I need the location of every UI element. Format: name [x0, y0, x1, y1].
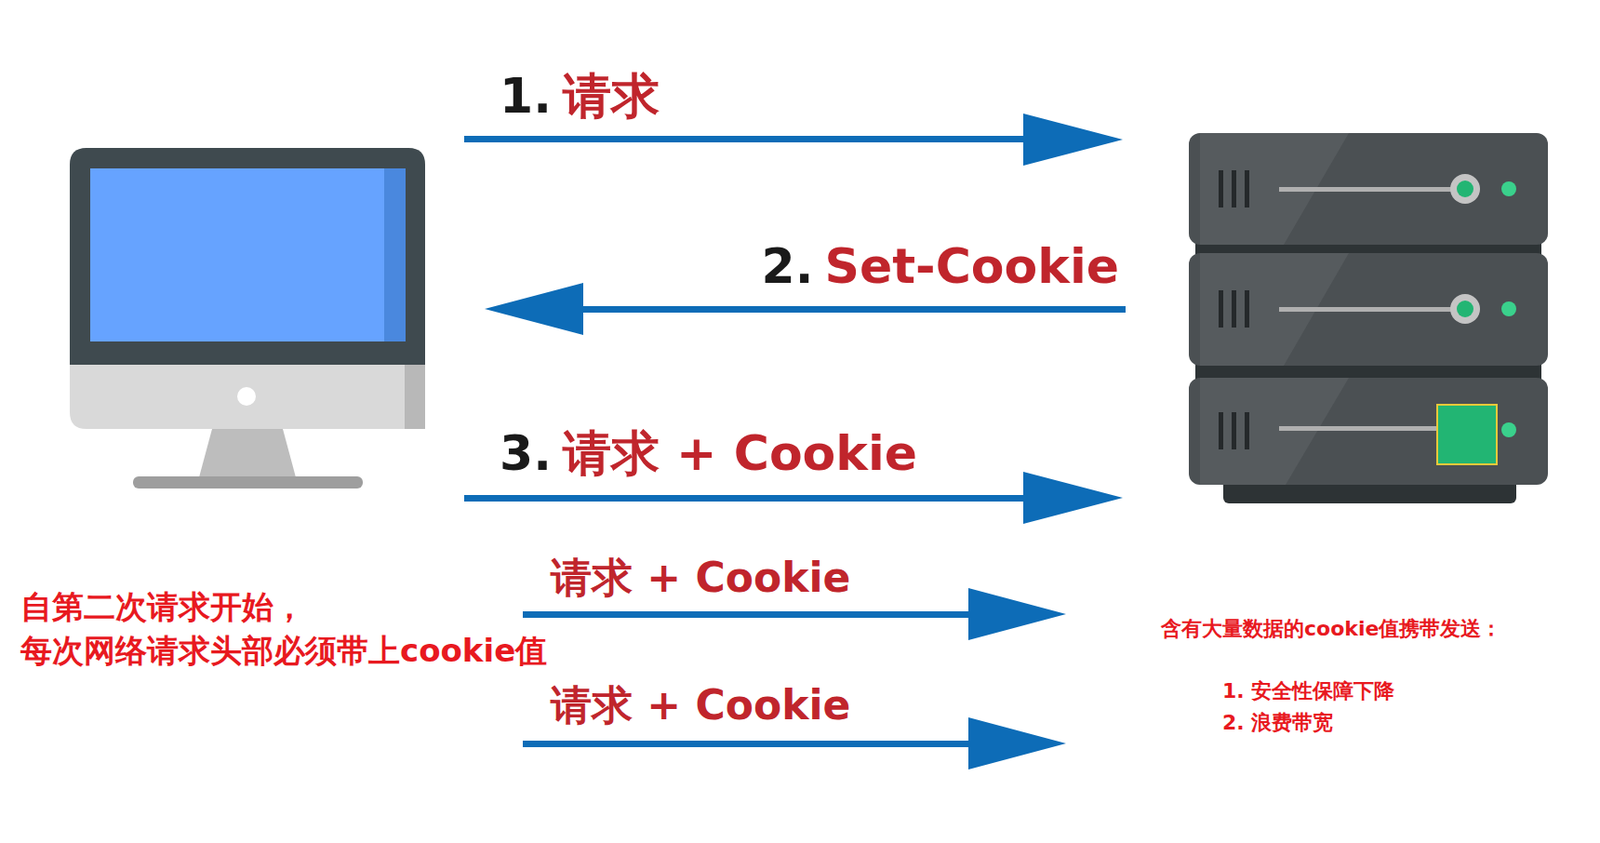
- arrow-line: [464, 494, 1041, 502]
- arrow-head: [1023, 471, 1123, 524]
- screen-shade: [384, 168, 406, 342]
- monitor-chin: [69, 147, 426, 429]
- label-row: 3.请求 + Cookie: [499, 426, 918, 482]
- label-row: 自第二次请求开始，: [20, 588, 306, 626]
- vent: [1244, 412, 1250, 450]
- vent: [1244, 170, 1250, 208]
- monitor-shade: [404, 364, 426, 429]
- monitor-frame: [69, 147, 426, 365]
- request-label: 请求 + Cookie: [550, 681, 851, 730]
- server-icon: [1188, 133, 1548, 504]
- arrow-line: [567, 306, 1126, 313]
- knob-square: [1437, 404, 1497, 465]
- arrow-head: [968, 717, 1067, 770]
- server-unit: [1188, 253, 1548, 366]
- label-row: 1. 安全性保障下降: [1222, 679, 1395, 703]
- note-text: 1. 安全性保障下降: [1222, 679, 1395, 703]
- power-button: [237, 386, 256, 406]
- arrow-head: [484, 282, 584, 335]
- led: [1501, 301, 1517, 317]
- slider: [1279, 186, 1466, 192]
- arrows: [464, 113, 1126, 770]
- arrow-line: [464, 135, 1041, 143]
- vent: [1231, 290, 1237, 328]
- computer-icon: [69, 147, 426, 489]
- note-text: 2. 浪费带宽: [1222, 710, 1334, 734]
- server-sheen: [1200, 377, 1349, 485]
- arrow-line: [522, 611, 988, 618]
- step-label: 请求 + Cookie: [562, 426, 918, 482]
- label-row: 每次网络请求头部必须带上cookie值: [20, 632, 547, 669]
- vent: [1231, 412, 1237, 450]
- vent: [1218, 412, 1224, 450]
- knob-light: [1456, 300, 1474, 318]
- slider: [1279, 306, 1466, 312]
- vent: [1218, 170, 1224, 208]
- label-row: 请求 + Cookie: [550, 681, 851, 730]
- label-row: 1.请求: [499, 68, 660, 125]
- led: [1501, 181, 1517, 197]
- arrow-head: [968, 587, 1067, 640]
- note-text: 含有大量数据的cookie值携带发送：: [1160, 616, 1502, 640]
- monitor-base: [133, 476, 363, 489]
- request-label: 请求 + Cookie: [550, 554, 851, 602]
- led: [1501, 422, 1517, 438]
- arrow-line: [522, 740, 988, 747]
- note-text: 自第二次请求开始，: [20, 588, 306, 626]
- label-row: 2. 浪费带宽: [1222, 710, 1334, 734]
- note-text: 每次网络请求头部必须带上cookie值: [20, 632, 547, 669]
- knob: [1450, 293, 1480, 324]
- monitor-screen: [90, 168, 406, 342]
- step-label: Set-Cookie: [825, 239, 1120, 295]
- step-label: 2.: [761, 239, 814, 295]
- vent: [1218, 290, 1224, 328]
- label-row: 请求 + Cookie: [550, 554, 851, 602]
- label-row: 2.Set-Cookie: [761, 239, 1120, 295]
- step-label: 3.: [499, 426, 552, 482]
- knob-light: [1456, 180, 1474, 198]
- slider: [1279, 426, 1438, 431]
- step-label: 1.: [499, 68, 552, 125]
- server-unit: [1188, 377, 1548, 485]
- vent: [1244, 290, 1250, 328]
- vent: [1231, 170, 1237, 208]
- server-unit: [1188, 133, 1548, 245]
- label-row: 含有大量数据的cookie值携带发送：: [1160, 616, 1502, 640]
- step-label: 请求: [562, 68, 660, 125]
- arrow-head: [1023, 113, 1123, 166]
- knob: [1450, 173, 1480, 204]
- monitor-stand: [199, 428, 296, 478]
